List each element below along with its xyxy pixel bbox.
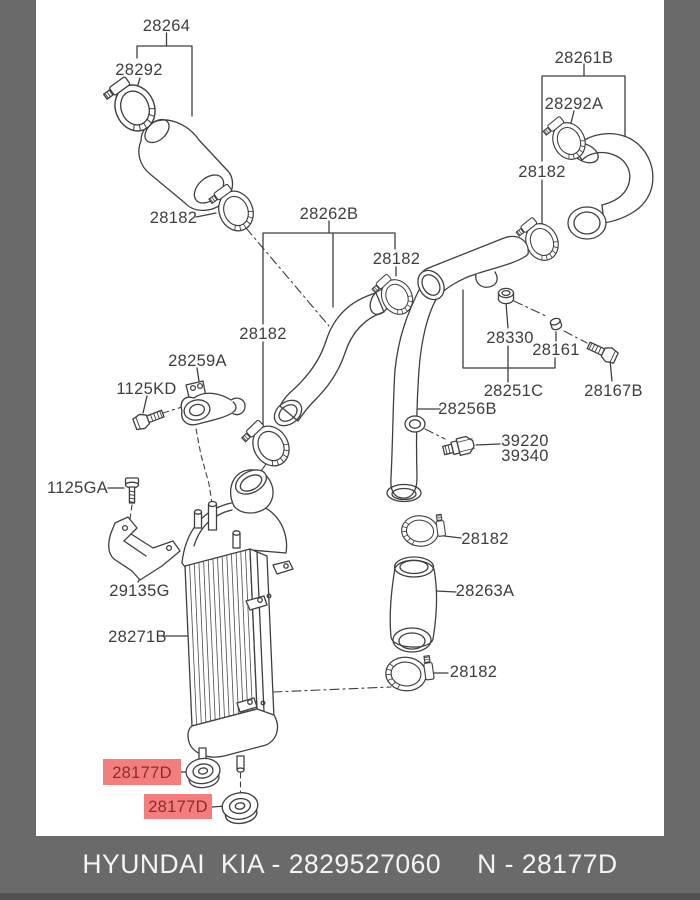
parts-diagram: 28264 28292 28182 28262B 28182 28182 282… <box>47 17 654 827</box>
intercooler-28271B <box>181 469 294 773</box>
clamp-28182-e <box>399 509 449 550</box>
grommet-28177D-2 <box>219 789 261 827</box>
part-label-28167B: 28167B <box>584 382 643 400</box>
bolt-28167B <box>584 337 620 366</box>
diagram-panel: 28264 28292 28182 28262B 28182 28182 282… <box>36 0 664 836</box>
part-label-28177D-2[interactable]: 28177D <box>148 798 208 816</box>
part-label-28330: 28330 <box>486 329 533 347</box>
assembly-axis-lines <box>159 227 588 693</box>
bracket-28259A <box>180 380 246 426</box>
part-label-28292: 28292 <box>115 61 162 79</box>
grommet-28177D-1 <box>183 755 223 791</box>
part-label-28271B: 28271B <box>108 628 167 646</box>
part-label-29135G: 29135G <box>109 582 170 600</box>
footer-bar: HYUNDAI KIA - 2829527060 N - 28177D <box>0 836 700 893</box>
callout-bracket-28251C <box>462 289 613 383</box>
leader-lines <box>107 77 575 808</box>
part-label-28182-f: 28182 <box>450 663 497 681</box>
part-label-28182-e: 28182 <box>461 530 508 548</box>
callout-bracket-28264 <box>136 32 193 117</box>
part-label-28182-b: 28182 <box>239 325 286 343</box>
part-label-1125GA: 1125GA <box>47 479 108 497</box>
bolt-1125KD <box>131 405 167 432</box>
part-label-28182-d: 28182 <box>518 163 565 181</box>
hose-28261B <box>567 133 654 240</box>
part-label-28264: 28264 <box>143 17 190 35</box>
sensor-39220 <box>442 435 475 457</box>
footer-brand-part: HYUNDAI KIA - 2829527060 <box>82 849 442 879</box>
footer-reference: N - 28177D <box>477 849 618 879</box>
part-label-1125KD: 1125KD <box>116 380 176 398</box>
part-label-39220: 39220 <box>501 432 548 450</box>
bolt-1125GA <box>124 477 140 504</box>
part-label-28263A: 28263A <box>456 582 515 600</box>
hose-28264 <box>138 118 234 212</box>
part-label-28251C: 28251C <box>484 382 544 400</box>
part-label-28259A: 28259A <box>168 352 227 370</box>
hose-28262B <box>273 288 391 427</box>
part-label-28256B: 28256B <box>438 400 497 418</box>
hose-28263A <box>389 556 438 653</box>
part-label-28292A: 28292A <box>545 95 604 113</box>
highlight-box-28177D-2[interactable] <box>144 794 212 819</box>
pipe-28256B <box>386 235 529 503</box>
part-label-28262B: 28262B <box>300 205 359 223</box>
clamp-28182-f <box>383 650 438 695</box>
part-label-28161: 28161 <box>532 341 579 359</box>
nut-28330 <box>497 287 515 305</box>
part-label-28182-c: 28182 <box>373 250 420 268</box>
footer-edge <box>0 893 700 900</box>
part-label-28182-a: 28182 <box>150 209 197 227</box>
bushing-28161 <box>549 317 563 331</box>
part-label-28177D-1[interactable]: 28177D <box>112 764 172 782</box>
part-label-28261B: 28261B <box>555 49 614 67</box>
highlight-box-28177D-1[interactable] <box>103 759 181 785</box>
callout-bracket-28261B <box>541 63 626 162</box>
bracket-29135G <box>108 516 181 581</box>
part-label-39340: 39340 <box>501 447 548 465</box>
callout-bracket-28262B <box>262 220 396 325</box>
